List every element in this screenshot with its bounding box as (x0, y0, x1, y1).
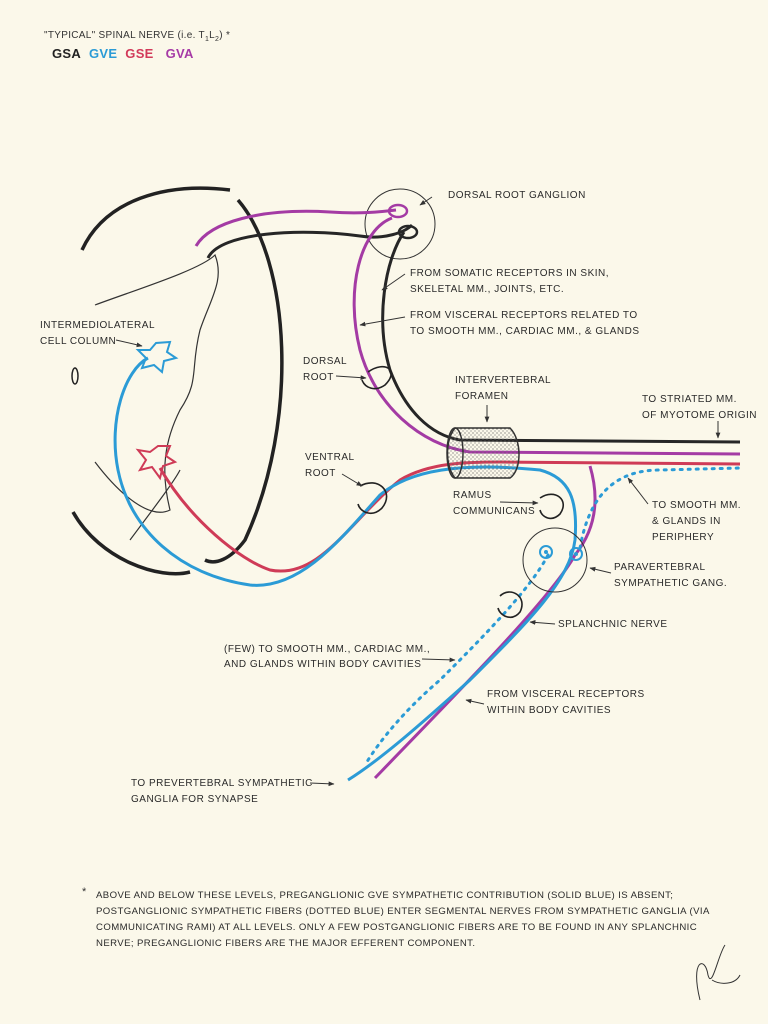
diagram-title: "TYPICAL" SPINAL NERVE (i.e. T1L2) * (44, 30, 230, 43)
label-imlc-2: CELL COLUMN (40, 336, 117, 347)
footnote-text: ABOVE AND BELOW THESE LEVELS, PREGANGLIO… (96, 890, 710, 949)
arrow-visceral (359, 316, 406, 327)
label-few-2: AND GLANDS WITHIN BODY CAVITIES (224, 659, 422, 670)
label-dorsal-1: DORSAL (303, 356, 348, 367)
label-smooth-2: & GLANDS IN (652, 516, 721, 527)
ganglion-cell-2 (569, 547, 583, 561)
ramus-bracket (539, 493, 564, 520)
arrow-prever (309, 781, 335, 787)
label-striated-1: TO STRIATED MM. (642, 394, 737, 405)
arrow-para (589, 566, 612, 574)
arrow-ventral-root (341, 473, 363, 487)
label-imlc-1: INTERMEDIOLATERAL (40, 320, 155, 331)
arrow-ramus (499, 500, 539, 506)
gva-fiber-central (194, 208, 397, 247)
label-smooth-1: TO SMOOTH MM. (652, 500, 742, 511)
label-visceral-2: TO SMOOTH MM., CARDIAC MM., & GLANDS (410, 326, 640, 337)
arrow-few (421, 657, 456, 663)
gsa-fiber-central (206, 223, 414, 259)
gve-postganglionic-periphery (578, 466, 742, 550)
label-ramus-1: RAMUS (453, 490, 492, 501)
title-main: "TYPICAL" SPINAL NERVE (i.e. T (44, 30, 205, 41)
paravertebral-ganglion (522, 527, 588, 593)
label-dorsal-2: ROOT (303, 372, 334, 383)
label-ventral-2: ROOT (305, 468, 336, 479)
arrow-dorsal-root (335, 375, 367, 381)
cord-outer-bottom (71, 511, 191, 576)
gve-intermediolateral-neuron (135, 340, 179, 374)
legend-gsa: GSA (52, 46, 82, 61)
arrow-splanchnic (529, 620, 556, 625)
label-fromvis-2: WITHIN BODY CAVITIES (487, 705, 612, 716)
arrow-somatic (381, 273, 406, 291)
ganglion-cell-1 (539, 545, 553, 559)
intervertebral-foramen (446, 427, 520, 479)
cord-inner-left (129, 469, 181, 541)
central-canal (71, 367, 79, 385)
splanchnic-bracket (497, 591, 523, 619)
gsa-cell-body (397, 224, 419, 240)
gse-motor-neuron (135, 445, 178, 481)
dorsal-root-ganglion (364, 188, 436, 260)
cord-outer-top (80, 186, 231, 251)
legend-gse: GSE (125, 46, 154, 61)
footnote-bullet: * (82, 886, 87, 898)
gve-postganglionic-splanchnic (363, 553, 550, 767)
cord-outer-right (204, 198, 284, 564)
label-few-1: (FEW) TO SMOOTH MM., CARDIAC MM., (224, 644, 431, 655)
label-striated-2: OF MYOTOME ORIGIN (642, 410, 757, 421)
label-prever-2: GANGLIA FOR SYNAPSE (131, 794, 259, 805)
color-legend: GSA GVE GSE GVA (52, 46, 198, 61)
label-iv-2: FORAMEN (455, 391, 509, 402)
label-para-1: PARAVERTEBRAL (614, 562, 706, 573)
label-ventral-1: VENTRAL (305, 452, 355, 463)
gve-preganglionic (113, 356, 578, 782)
label-splanchnic: SPLANCHNIC NERVE (558, 619, 668, 630)
title-mid: L (209, 30, 216, 41)
title-tail: ) * (219, 30, 231, 41)
ventral-root-bracket (357, 482, 388, 515)
label-dorsal-root-ganglion: DORSAL ROOT GANGLION (448, 190, 586, 201)
title-sub1: 1 (204, 36, 210, 43)
foramen-opening (446, 427, 464, 479)
arrow-imlc (115, 339, 143, 348)
label-visceral-1: FROM VISCERAL RECEPTORS RELATED TO (410, 310, 638, 321)
label-smooth-3: PERIPHERY (652, 532, 715, 543)
legend-gva: GVA (165, 46, 194, 61)
ganglion-cell-2-core (574, 552, 578, 556)
dorsal-root-bracket (361, 366, 392, 390)
signature-mark (696, 944, 741, 1001)
arrow-smooth (627, 477, 649, 505)
label-somatic-2: SKELETAL MM., JOINTS, ETC. (410, 284, 565, 295)
label-somatic-1: FROM SOMATIC RECEPTORS IN SKIN, (410, 268, 610, 279)
label-fromvis-1: FROM VISCERAL RECEPTORS (487, 689, 645, 700)
label-prever-1: TO PREVERTEBRAL SYMPATHETIC (131, 778, 313, 789)
legend-gve: GVE (89, 46, 118, 61)
label-ramus-2: COMMUNICANS (453, 506, 536, 517)
title-sub2: 2 (215, 36, 220, 43)
gva-cell-body (387, 203, 409, 219)
label-iv-1: INTERVERTEBRAL (455, 375, 552, 386)
arrow-drg (419, 196, 433, 206)
label-para-2: SYMPATHETIC GANG. (614, 578, 728, 589)
arrow-fromvis (465, 698, 485, 705)
gray-matter-outline (94, 253, 219, 513)
ganglion-cell-1-core (544, 550, 548, 554)
gva-fiber-peripheral (352, 216, 741, 456)
